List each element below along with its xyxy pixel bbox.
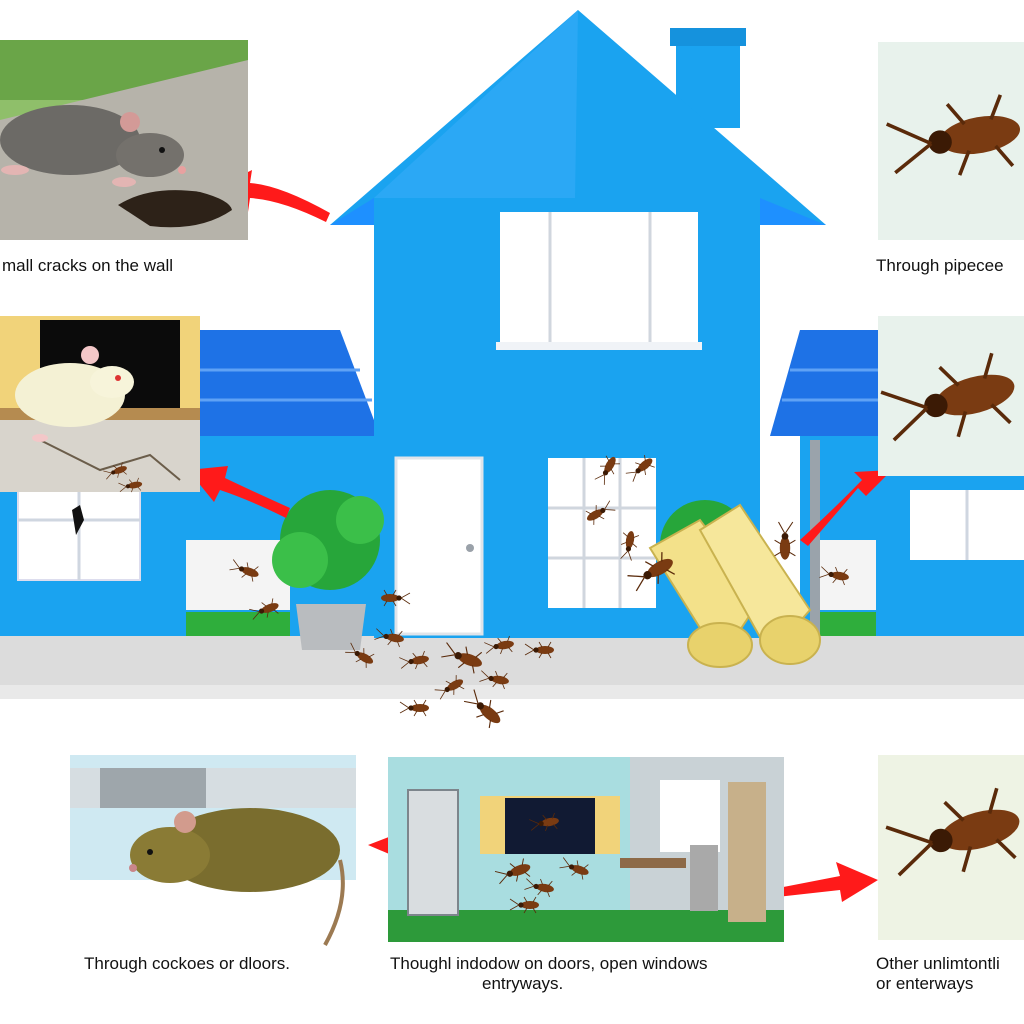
caption-pipes: Through pipecee: [876, 256, 1004, 275]
caption-doors: Through cockoes or dloors.: [84, 954, 290, 973]
rat-crack-photo: [0, 40, 248, 240]
caption-windows-line2: entryways.: [482, 974, 564, 993]
room-interior-photo: [388, 757, 784, 942]
rat-icon: [0, 105, 186, 187]
caption-windows-line1: Thoughl indodow on doors, open windows: [390, 954, 708, 973]
mouse-window-photo: [0, 316, 200, 495]
pipe-icon: [648, 503, 821, 668]
rat-pipe-photo: [70, 755, 356, 946]
roach-other-photo: [878, 755, 1024, 940]
roach-mid-photo: [876, 316, 1024, 476]
window-icon: [548, 458, 656, 608]
roach-pipe-photo: [878, 42, 1024, 240]
caption-cracks: mall cracks on the wall: [2, 256, 174, 275]
caption-other-line1: Other unlimtontli: [876, 954, 1000, 973]
mouse-icon: [15, 346, 134, 442]
caption-other-line2: or enterways: [876, 974, 974, 993]
house-icon: [330, 10, 826, 638]
rat-icon: [129, 808, 345, 946]
